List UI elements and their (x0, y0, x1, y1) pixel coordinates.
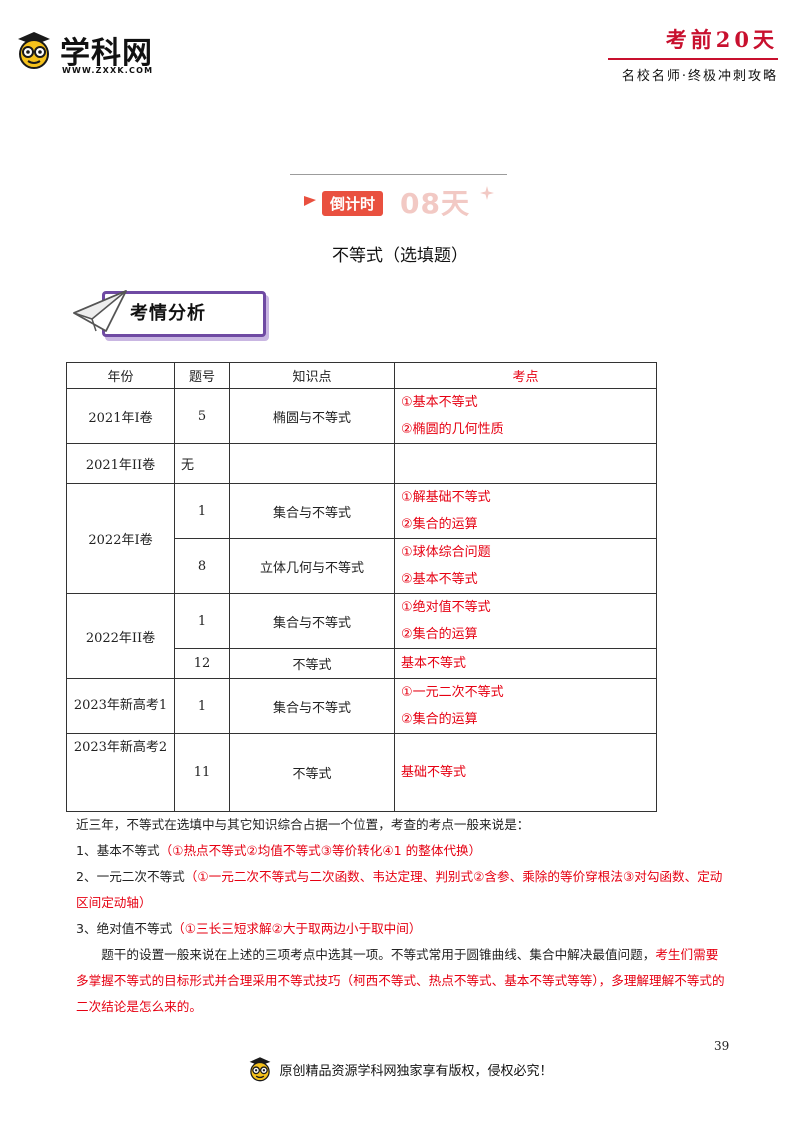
table-row: 2021年I卷 5 椭圆与不等式 ①基本不等式 ②椭圆的几何性质 (66, 388, 657, 444)
point-item: ②集合的运算 (401, 712, 478, 727)
point-item: ①球体综合问题 (401, 545, 491, 560)
item-detail: （①热点不等式②均值不等式③等价转化④1 的整体代换） (159, 843, 482, 858)
point-item: 基本不等式 (401, 656, 467, 671)
point-item: ②基本不等式 (401, 572, 478, 587)
topic-title: 不等式（选填题） (332, 246, 468, 266)
header-title: 考前20天 (665, 27, 778, 52)
cell-points: 基础不等式 (394, 733, 657, 812)
table-row: 12 不等式 基本不等式 (67, 648, 657, 679)
footer: 原创精品资源学科网独家享有版权，侵权必究！ (0, 1056, 800, 1086)
cell-topic: 集合与不等式 (229, 593, 395, 649)
cell-year: 2023年新高考1 (66, 678, 175, 734)
countdown-label: 倒计时 (322, 191, 384, 216)
point-item: 基础不等式 (401, 765, 467, 780)
exam-analysis-table: 年份 题号 知识点 考点 2021年I卷 5 椭圆与不等式 ①基本不等式 ②椭圆… (66, 362, 657, 812)
point-item: ①一元二次不等式 (401, 685, 504, 700)
cell-question: 11 (174, 733, 230, 812)
cell-question: 8 (174, 538, 230, 594)
cell-year: 2021年I卷 (66, 388, 175, 444)
page-number: 39 (714, 1039, 730, 1053)
cell-topic: 集合与不等式 (229, 678, 395, 734)
cell-question: 1 (174, 483, 230, 539)
col-header-points: 考点 (394, 362, 657, 389)
cell-question: 1 (174, 678, 230, 734)
cell-year: 2023年新高考2 (66, 733, 175, 812)
point-item: ②椭圆的几何性质 (401, 422, 504, 437)
cell-topic: 椭圆与不等式 (229, 388, 395, 444)
col-header-topic: 知识点 (229, 362, 395, 389)
analysis-item-2: 2、一元二次不等式（①一元二次不等式与二次函数、韦达定理、判别式②含参、乘除的等… (76, 864, 726, 916)
footer-content: 原创精品资源学科网独家享有版权，侵权必究！ (247, 1056, 553, 1082)
section-title-box (102, 291, 266, 337)
header-subtitle: 名校名师·终极冲刺攻略 (621, 69, 778, 84)
cell-topic: 不等式 (229, 648, 395, 679)
section-title: 考情分析 (130, 303, 206, 324)
cell-question: 5 (174, 388, 230, 444)
cell-question: 1 (174, 593, 230, 649)
item-label: 2、一元二次不等式 (76, 869, 185, 884)
cell-question: 12 (174, 648, 230, 679)
cell-points: ①球体综合问题 ②基本不等式 (394, 538, 657, 594)
analysis-text: 近三年，不等式在选填中与其它知识综合占据一个位置，考查的考点一般来说是： 1、基… (76, 812, 726, 1020)
table-row: 2022年II卷 1 集合与不等式 ①绝对值不等式 ②集合的运算 (66, 593, 657, 679)
item-detail: （①三长三短求解②大于取两边小于取中间） (172, 921, 422, 936)
countdown-banner: 倒计时 08天 (302, 186, 498, 220)
flag-icon (304, 196, 316, 206)
countdown-divider (290, 174, 507, 175)
mascot-icon (18, 32, 50, 69)
analysis-intro: 近三年，不等式在选填中与其它知识综合占据一个位置，考查的考点一般来说是： (76, 817, 530, 832)
cell-topic (229, 443, 395, 484)
point-item: ①解基础不等式 (401, 490, 491, 505)
cell-year: 2021年II卷 (66, 443, 175, 484)
cell-points: ①一元二次不等式 ②集合的运算 (394, 678, 657, 734)
countdown-days: 08天 (400, 187, 470, 220)
cell-points: 基本不等式 (394, 648, 657, 679)
analysis-paragraph: 题干的设置一般来说在上述的三项考点中选其一项。不等式常用于圆锥曲线、集合中解决最… (76, 942, 726, 1020)
point-item: ②集合的运算 (401, 627, 478, 642)
cell-question: 无 (174, 443, 230, 484)
cell-points: ①基本不等式 ②椭圆的几何性质 (394, 388, 657, 444)
table-row: 2023年新高考2 11 不等式 基础不等式 (66, 733, 657, 812)
mascot-icon (250, 1057, 271, 1082)
cell-year: 2022年II卷 (66, 593, 175, 679)
point-item: ②集合的运算 (401, 517, 478, 532)
cell-points: ①绝对值不等式 ②集合的运算 (394, 593, 657, 649)
item-label: 3、绝对值不等式 (76, 921, 173, 936)
point-item: ①绝对值不等式 (401, 600, 491, 615)
header-divider (608, 58, 778, 60)
copyright-notice: 原创精品资源学科网独家享有版权，侵权必究！ (279, 1063, 553, 1079)
item-label: 1、基本不等式 (76, 843, 160, 858)
col-header-year: 年份 (66, 362, 175, 389)
table-row: 2022年I卷 1 集合与不等式 ①解基础不等式 ②集合的运算 (66, 483, 657, 594)
table-row: 2023年新高考1 1 集合与不等式 ①一元二次不等式 ②集合的运算 (66, 678, 657, 734)
cell-year: 2022年I卷 (66, 483, 175, 594)
paragraph-red: 考生们需要多掌握不等式的目标形式并合理采用不等式技巧（柯西不等式、热点不等式、基… (76, 947, 725, 1014)
header-right: 考前20天 名校名师·终极冲刺攻略 (578, 24, 778, 84)
paper-plane-icon (73, 290, 127, 332)
table-header-row: 年份 题号 知识点 考点 (66, 362, 657, 389)
sparkle-icon (480, 186, 494, 200)
point-item: ①基本不等式 (401, 395, 478, 410)
analysis-item-1: 1、基本不等式（①热点不等式②均值不等式③等价转化④1 的整体代换） (76, 838, 726, 864)
paragraph-black: 题干的设置一般来说在上述的三项考点中选其一项。不等式常用于圆锥曲线、集合中解决最… (101, 947, 656, 962)
item-detail: （①一元二次不等式与二次函数、韦达定理、判别式②含参、乘除的等价穿根法③对勾函数… (76, 869, 723, 910)
cell-topic: 集合与不等式 (229, 483, 395, 539)
cell-topic: 立体几何与不等式 (229, 538, 395, 594)
section-header: 考情分析 (72, 287, 266, 337)
cell-points: ①解基础不等式 ②集合的运算 (394, 483, 657, 539)
col-header-question: 题号 (174, 362, 230, 389)
cell-topic: 不等式 (229, 733, 395, 812)
cell-points (394, 443, 657, 484)
logo-url: WWW.ZXXK.COM (62, 66, 154, 75)
site-logo[interactable]: 学科网 WWW.ZXXK.COM (14, 28, 184, 78)
logo-text: 学科网 (60, 36, 153, 71)
analysis-item-3: 3、绝对值不等式（①三长三短求解②大于取两边小于取中间） (76, 916, 726, 942)
table-row: 2021年II卷 无 (66, 443, 657, 484)
